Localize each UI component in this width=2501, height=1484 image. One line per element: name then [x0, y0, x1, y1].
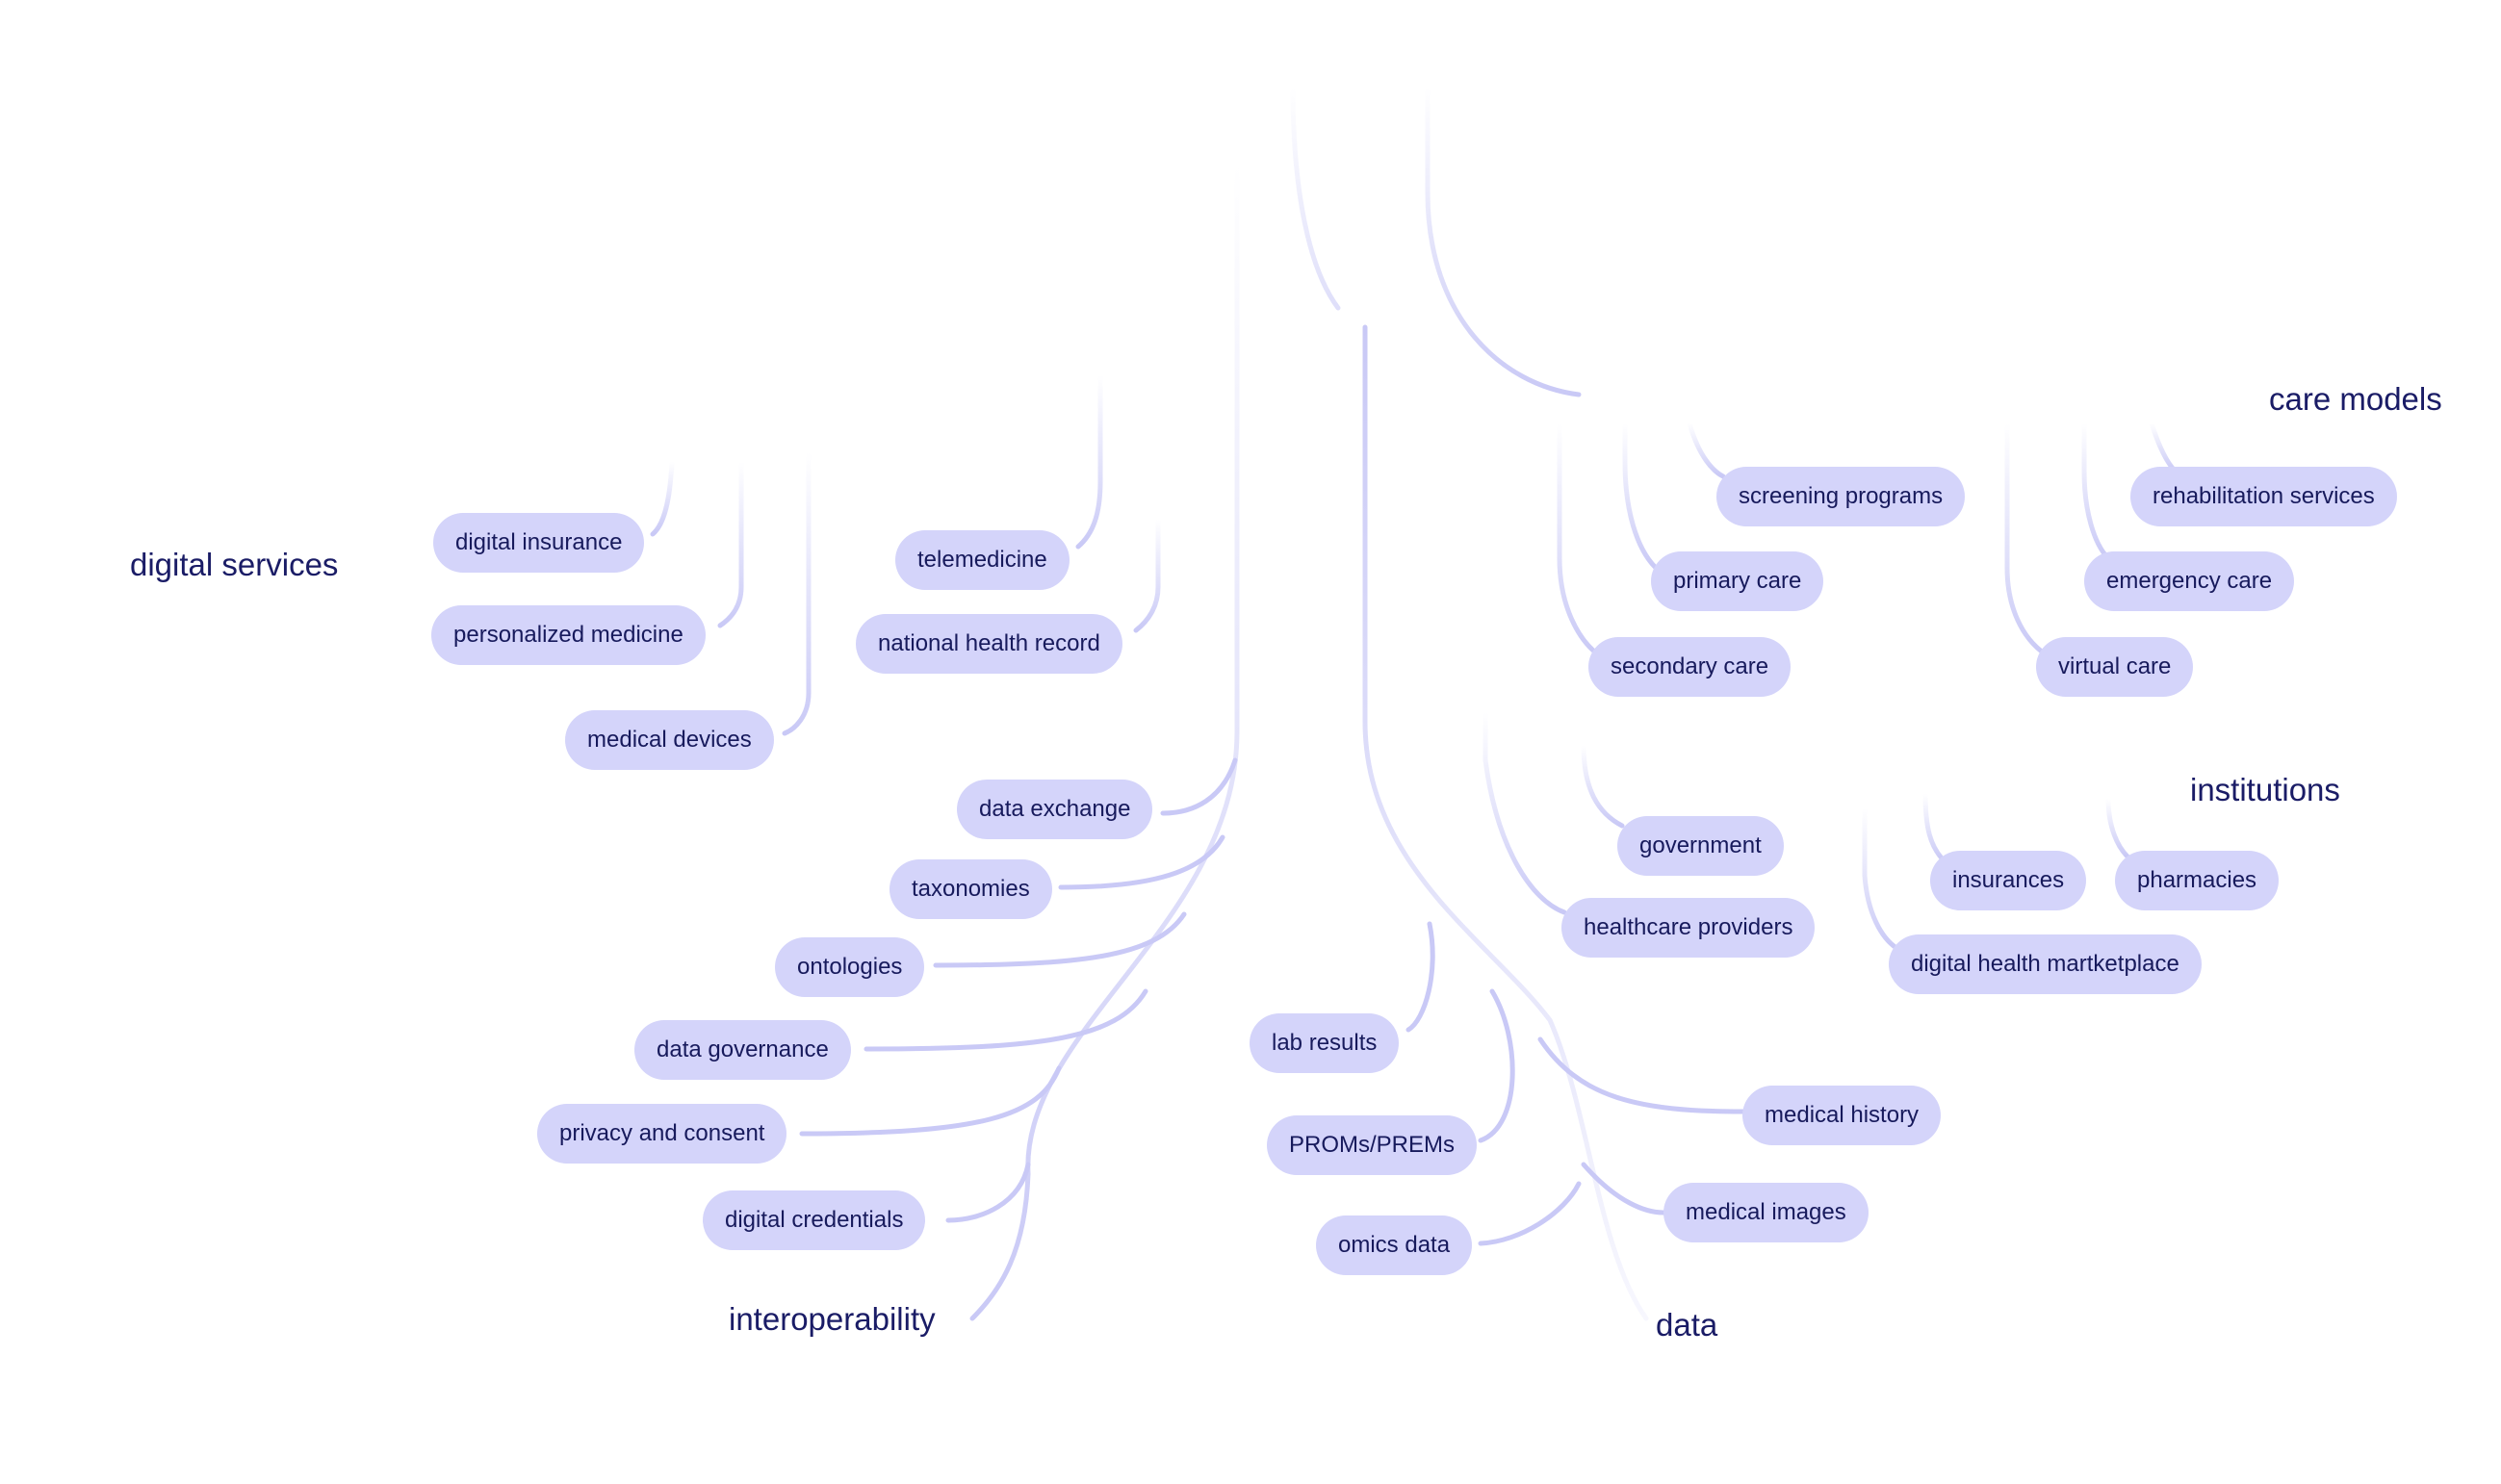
node-data-governance[interactable]: data governance [634, 1020, 851, 1080]
node-data-exchange[interactable]: data exchange [957, 780, 1153, 839]
branch-title-institutions: institutions [2190, 772, 2340, 807]
node-emergency-care[interactable]: emergency care [2084, 551, 2295, 611]
node-personalized-medicine[interactable]: personalized medicine [431, 605, 706, 665]
branch-title-care-models: care models [2269, 381, 2442, 417]
node-digital-credentials[interactable]: digital credentials [703, 1190, 926, 1250]
branch-title-data: data [1656, 1307, 1718, 1343]
branch-title-interoperability: interoperability [729, 1301, 936, 1337]
node-healthcare-providers[interactable]: healthcare providers [1561, 898, 1816, 958]
node-national-health-record[interactable]: national health record [856, 614, 1122, 674]
node-screening-programs[interactable]: screening programs [1716, 467, 1966, 526]
node-primary-care[interactable]: primary care [1651, 551, 1824, 611]
node-digital-health-marketplace[interactable]: digital health martketplace [1889, 934, 2202, 994]
node-omics-data[interactable]: omics data [1316, 1215, 1473, 1275]
node-medical-images[interactable]: medical images [1663, 1183, 1869, 1242]
node-telemedicine[interactable]: telemedicine [895, 530, 1070, 590]
node-medical-devices[interactable]: medical devices [565, 710, 774, 770]
node-virtual-care[interactable]: virtual care [2036, 637, 2194, 697]
node-taxonomies[interactable]: taxonomies [890, 859, 1052, 919]
node-privacy-and-consent[interactable]: privacy and consent [537, 1104, 787, 1164]
node-secondary-care[interactable]: secondary care [1588, 637, 1792, 697]
node-rehabilitation-services[interactable]: rehabilitation services [2130, 467, 2397, 526]
node-proms-prems[interactable]: PROMs/PREMs [1267, 1115, 1478, 1175]
branch-title-digital-services: digital services [130, 547, 339, 582]
node-government[interactable]: government [1617, 816, 1784, 876]
node-pharmacies[interactable]: pharmacies [2115, 851, 2280, 910]
node-digital-insurance[interactable]: digital insurance [433, 513, 645, 573]
node-lab-results[interactable]: lab results [1250, 1013, 1400, 1073]
node-insurances[interactable]: insurances [1930, 851, 2087, 910]
node-medical-history[interactable]: medical history [1742, 1086, 1942, 1145]
node-ontologies[interactable]: ontologies [775, 937, 925, 997]
